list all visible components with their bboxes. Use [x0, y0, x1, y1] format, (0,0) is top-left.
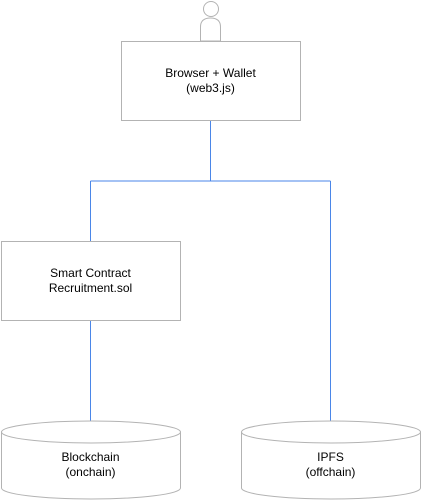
- browser-wallet-label: Browser + Wallet (web3.js): [121, 41, 300, 121]
- smart-contract-title: Smart Contract: [50, 266, 131, 280]
- ipfs-title: IPFS: [317, 450, 344, 464]
- browser-wallet-box[interactable]: [121, 41, 301, 121]
- blockchain-label: Blockchain (onchain): [1, 432, 180, 498]
- blockchain-title: Blockchain: [61, 450, 120, 464]
- smart-contract-label: Smart Contract Recruitment.sol: [1, 241, 180, 321]
- blockchain-cylinder[interactable]: [1, 420, 181, 500]
- smart-contract-box[interactable]: [1, 241, 181, 321]
- browser-wallet-title: Browser + Wallet: [165, 66, 256, 80]
- ipfs-subtitle: (offchain): [305, 465, 356, 479]
- connectors: [90, 121, 331, 421]
- ipfs-label: IPFS (offchain): [241, 432, 420, 498]
- user-icon: [200, 1, 221, 42]
- connector-split-to-contract: [90, 180, 331, 241]
- browser-wallet-subtitle: (web3.js): [186, 81, 235, 95]
- smart-contract-filename: Recruitment.sol: [48, 281, 133, 295]
- blockchain-subtitle: (onchain): [65, 465, 116, 479]
